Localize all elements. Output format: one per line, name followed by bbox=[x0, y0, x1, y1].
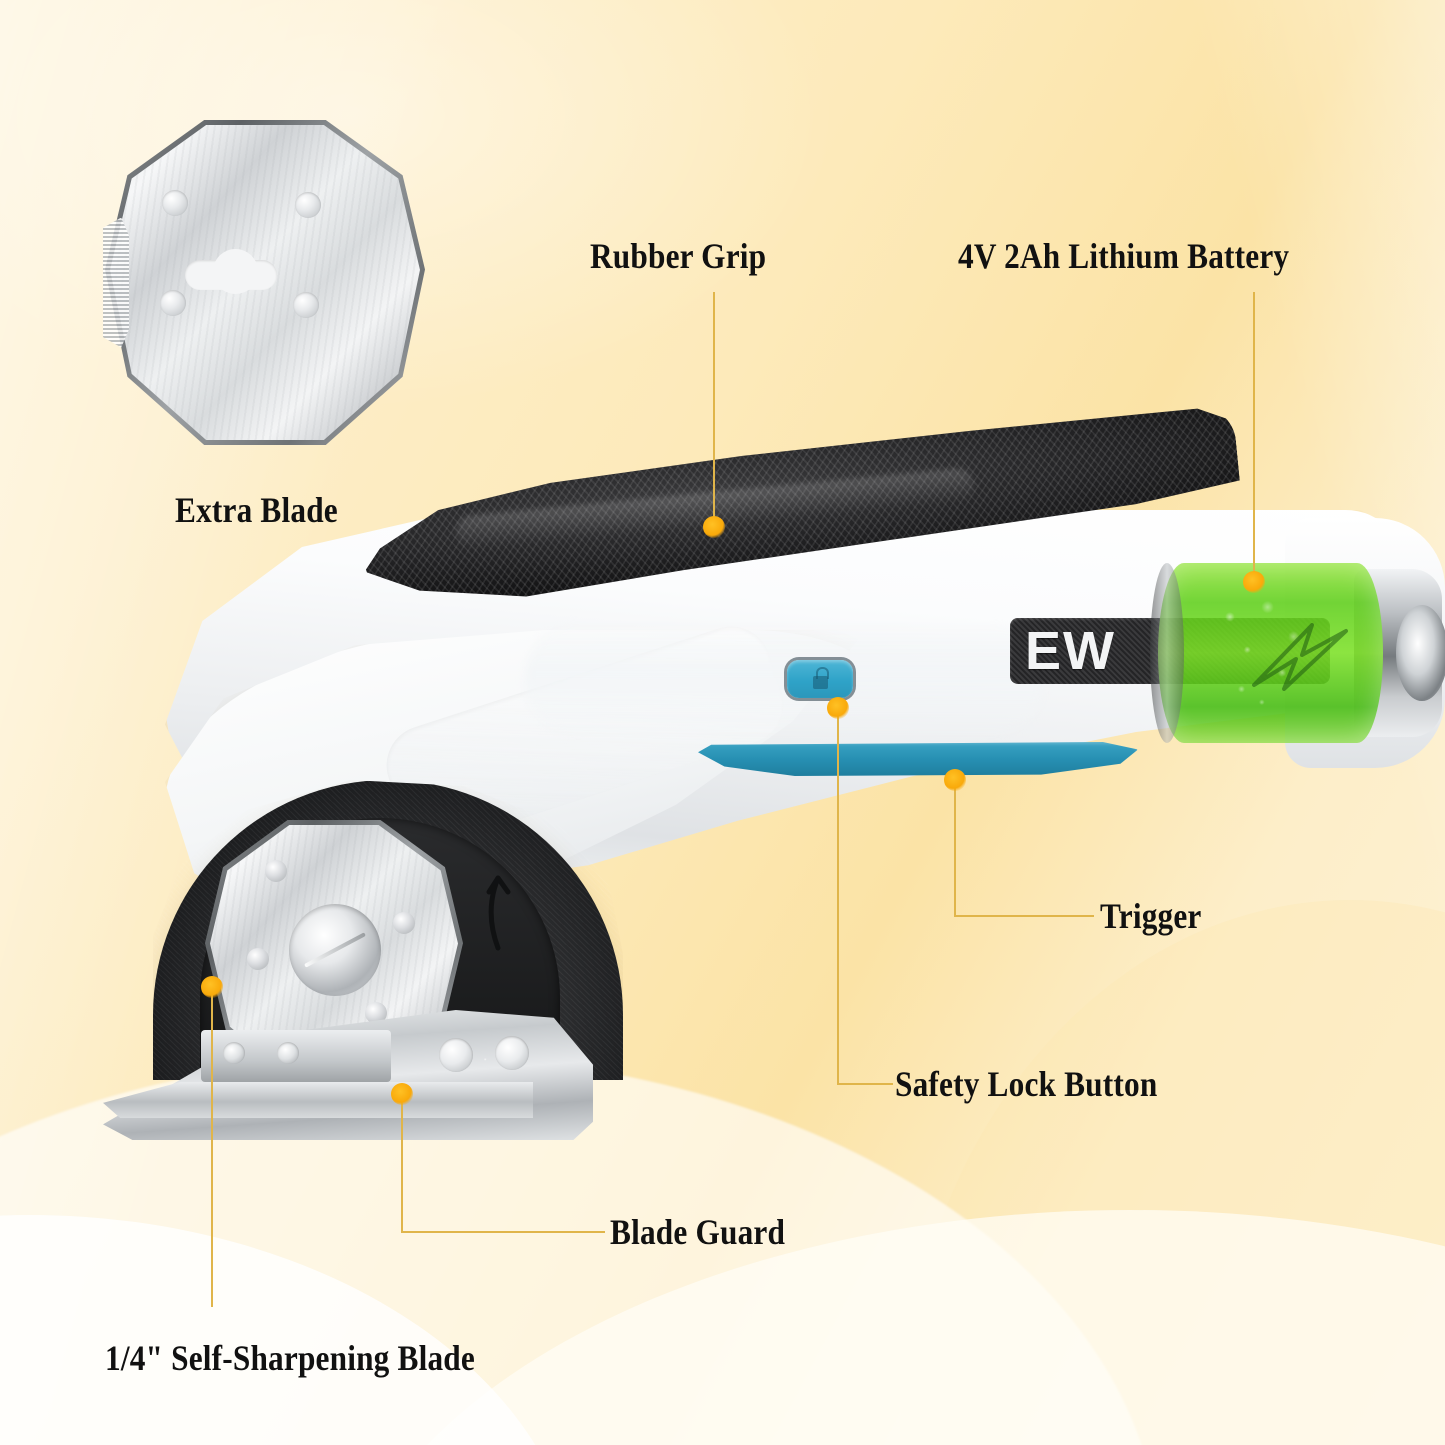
leader-line-blade-guard-vertical bbox=[401, 1094, 403, 1232]
battery-cell bbox=[1158, 563, 1383, 743]
tool-body-highlight bbox=[525, 620, 1045, 740]
leader-line-safety-lock-horizontal bbox=[837, 1083, 893, 1085]
leader-line-trigger-vertical bbox=[954, 780, 956, 916]
callout-label-rubber-grip: Rubber Grip bbox=[590, 236, 767, 276]
callout-label-safety-lock: Safety Lock Button bbox=[895, 1064, 1158, 1104]
rotary-cutter-image: EW bbox=[95, 470, 1445, 1170]
safety-lock-button[interactable] bbox=[787, 660, 853, 698]
callout-label-trigger: Trigger bbox=[1100, 896, 1202, 936]
brand-logo-text: EW bbox=[1025, 621, 1116, 681]
callout-dot-trigger bbox=[944, 769, 966, 791]
blade-mount-hole bbox=[162, 190, 188, 216]
shoe-hole bbox=[495, 1036, 529, 1070]
callout-label-self-sharpening-blade: 1/4" Self-Sharpening Blade bbox=[105, 1338, 475, 1378]
shoe-rivet bbox=[223, 1042, 245, 1064]
callout-label-battery: 4V 2Ah Lithium Battery bbox=[958, 236, 1290, 276]
battery-cap bbox=[1150, 563, 1184, 743]
battery-terminal bbox=[1396, 605, 1445, 701]
callout-dot-self-sharpening-blade bbox=[201, 976, 223, 998]
leader-line-blade-guard-horizontal bbox=[401, 1231, 605, 1233]
callout-dot-blade-guard bbox=[391, 1083, 413, 1105]
callout-dot-battery bbox=[1243, 571, 1265, 593]
lightning-bolt-icon bbox=[1252, 623, 1348, 691]
blade-keyhole bbox=[185, 249, 277, 294]
shoe-hole bbox=[439, 1038, 473, 1072]
callout-dot-rubber-grip bbox=[703, 516, 725, 538]
blade-mount-hole bbox=[295, 192, 321, 218]
hub-screw-slot bbox=[304, 932, 366, 968]
rotation-arrow-icon bbox=[486, 875, 511, 951]
blade-stud bbox=[393, 912, 415, 934]
trigger-switch[interactable] bbox=[698, 742, 1138, 776]
shoe-cutting-tip bbox=[103, 1082, 533, 1118]
blade-stud bbox=[365, 1002, 387, 1024]
battery-bubbles bbox=[1198, 571, 1343, 735]
blade-serrations bbox=[103, 217, 129, 348]
leader-line-self-sharpening-blade bbox=[211, 987, 213, 1307]
leader-line-rubber-grip bbox=[713, 292, 715, 528]
battery-overlay bbox=[1150, 563, 1445, 743]
callout-dot-safety-lock bbox=[827, 697, 849, 719]
extra-blade-image bbox=[103, 120, 425, 445]
leader-line-trigger-horizontal bbox=[954, 915, 1094, 917]
leader-line-safety-lock-vertical bbox=[837, 708, 839, 1084]
blade-stud bbox=[247, 948, 269, 970]
blade-stud bbox=[265, 860, 287, 882]
padlock-icon bbox=[813, 667, 829, 689]
blade-hub bbox=[289, 904, 381, 996]
blade-mount-hole bbox=[160, 290, 186, 316]
leader-line-battery bbox=[1253, 292, 1255, 583]
shoe-rivet bbox=[277, 1042, 299, 1064]
blade-mount-hole bbox=[293, 292, 319, 318]
callout-label-extra-blade: Extra Blade bbox=[175, 490, 338, 530]
callout-label-blade-guard: Blade Guard bbox=[610, 1212, 786, 1252]
